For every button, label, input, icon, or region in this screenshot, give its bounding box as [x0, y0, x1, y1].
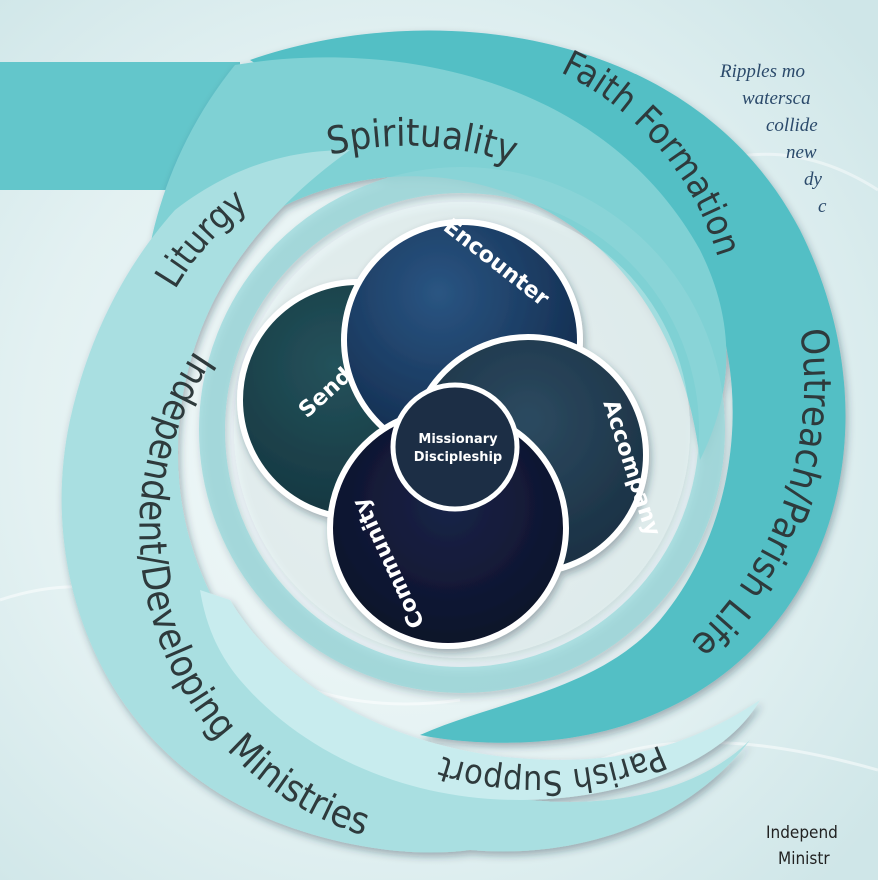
band-outreach-shape	[250, 30, 846, 743]
side-note-line: watersca	[742, 88, 811, 109]
circle-missionary-discipleship	[390, 382, 520, 512]
side-note-line: new	[786, 142, 817, 163]
footnote: Independ Ministr	[766, 820, 838, 872]
band-independent-shape	[61, 150, 750, 853]
label-discipleship: Discipleship	[414, 450, 502, 465]
discipleship-core	[237, 219, 649, 649]
footnote-line: Ministr	[778, 849, 830, 869]
band-parish-shape	[200, 590, 760, 800]
side-note-line: dy	[804, 169, 822, 190]
footnote-line: Independ	[766, 823, 838, 843]
side-note-line: Ripples mo	[720, 61, 805, 82]
side-note-line: collide	[766, 115, 818, 136]
side-note: Ripples mo watersca collide new dy c	[720, 58, 878, 220]
side-note-line: c	[818, 196, 827, 217]
label-missionary: Missionary	[418, 432, 498, 447]
